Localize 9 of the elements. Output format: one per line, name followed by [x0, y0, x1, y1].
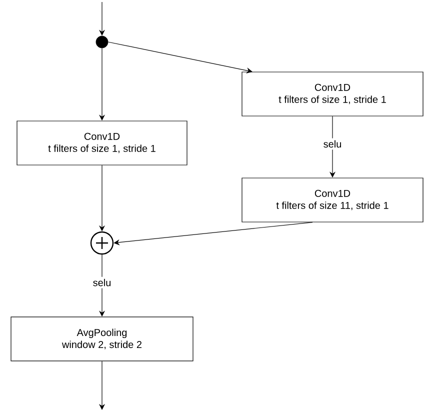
process-box: Conv1D t filters of size 1, stride 1 [242, 72, 424, 116]
process-box: AvgPooling window 2, stride 2 [10, 316, 194, 362]
process-box: Conv1D t filters of size 11, stride 1 [242, 178, 424, 222]
sum-symbol [90, 231, 114, 255]
arrow [108, 42, 252, 74]
edge-label: selu [321, 138, 344, 150]
process-box: Conv1D t filters of size 1, stride 1 [16, 120, 188, 166]
arrow [114, 222, 313, 246]
edge-label: selu [90, 276, 114, 288]
